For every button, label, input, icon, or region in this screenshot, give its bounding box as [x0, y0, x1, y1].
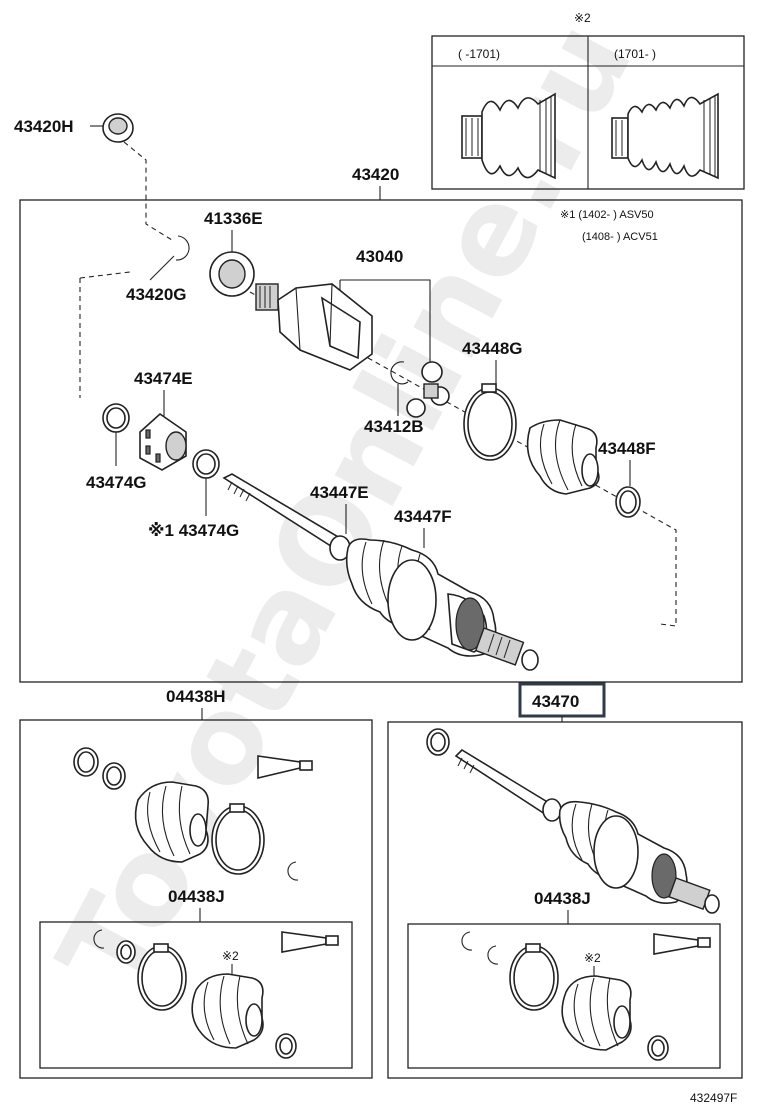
- label-43447F: 43447F: [394, 507, 452, 526]
- dust-deflector-icon: [102, 113, 134, 143]
- boot-clamp-small-icon: [615, 486, 641, 518]
- label-43447E: 43447E: [310, 483, 369, 502]
- oil-seal-icon: [209, 251, 255, 297]
- kit-j-left-clamp-large-icon: [137, 943, 187, 1011]
- kit-j-right-clamp-large-icon: [509, 943, 559, 1011]
- kit-43470-shaft-icon: [454, 748, 720, 914]
- label-43448G: 43448G: [462, 339, 523, 358]
- label-43448F: 43448F: [598, 439, 656, 458]
- kit-j-right-boot-icon: [561, 975, 632, 1051]
- boot-variant-inset: ※2 ( -1701) (1701- ): [431, 11, 745, 190]
- kit-clamp-large-icon: [211, 803, 265, 875]
- diagram-code: 432497F: [690, 1091, 737, 1105]
- label-43420H: 43420H: [14, 117, 74, 136]
- note-line-1: ※1 (1402- ) ASV50: [560, 209, 654, 221]
- label-04438J-left: 04438J: [168, 887, 225, 906]
- kit-j-left-boot-icon: [191, 973, 264, 1049]
- label-04438J-right: 04438J: [534, 889, 591, 908]
- kit-43470-clamp-icon: [426, 728, 450, 756]
- dynamic-damper-icon: [139, 412, 187, 471]
- damper-clamp-right-icon: [192, 449, 220, 479]
- drive-shaft-icon: [222, 473, 539, 671]
- label-41336E: 41336E: [204, 209, 263, 228]
- damper-clamp-left-icon: [102, 403, 130, 433]
- label-43470[interactable]: 43470: [532, 692, 579, 711]
- note2-right: ※2: [584, 951, 601, 965]
- kit-j-right-grease-tube-icon: [653, 933, 711, 955]
- inset-mark: ※2: [574, 11, 591, 25]
- kit-43470-frame: [387, 721, 743, 1079]
- boot-clamp-large-icon: [463, 383, 517, 461]
- kit-j-right-clamp-small-icon: [647, 1035, 669, 1061]
- kit-04438H-frame: [19, 719, 373, 1079]
- note-line-2: (1408- ) ACV51: [582, 231, 658, 243]
- kit-j-left-clamp-small-icon: [275, 1033, 297, 1059]
- outboard-joint-housing-icon: [255, 283, 373, 371]
- grease-tube-icon: [257, 755, 313, 780]
- note2-left: ※2: [222, 949, 239, 963]
- inset-col1-label: ( -1701): [458, 47, 500, 61]
- label-43474G-note: ※1 43474G: [148, 521, 239, 540]
- kit-j-left-small-clamp-icon: [116, 940, 136, 964]
- kit-04438J-left-frame: [39, 921, 353, 1069]
- inboard-boot-icon: [526, 419, 600, 495]
- kit-clamps-icon: [73, 747, 126, 790]
- kit-04438J-right-frame: [407, 923, 721, 1069]
- tripod-icon: [406, 361, 450, 418]
- kit-j-left-grease-tube-icon: [281, 931, 339, 953]
- label-43412B: 43412B: [364, 417, 424, 436]
- assembly-43420-frame: [19, 199, 743, 683]
- label-43420: 43420: [352, 165, 399, 184]
- boot-old-icon: [461, 92, 556, 180]
- label-43474G: 43474G: [86, 473, 147, 492]
- label-43040: 43040: [356, 247, 403, 266]
- label-43420G: 43420G: [126, 285, 187, 304]
- label-43474E: 43474E: [134, 369, 193, 388]
- label-04438H: 04438H: [166, 687, 226, 706]
- inset-col2-label: (1701- ): [614, 47, 656, 61]
- kit-boot-icon: [134, 781, 210, 863]
- boot-new-icon: [611, 92, 719, 180]
